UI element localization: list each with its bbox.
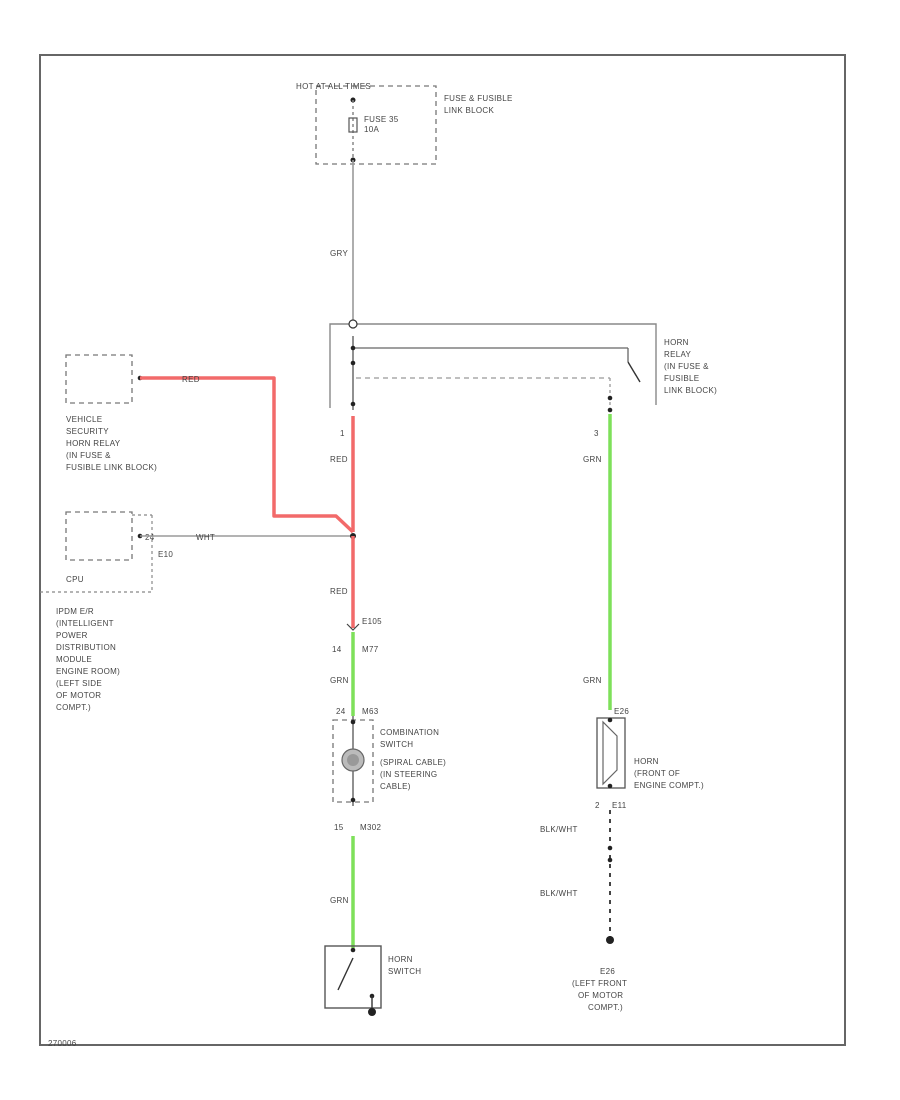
ipdm-label-4: DISTRIBUTION	[56, 643, 116, 652]
horn-relay-label-2: RELAY	[664, 350, 692, 359]
grn-wire-horn-relay-label: GRN	[583, 455, 602, 464]
ipdm-label-2: (INTELLIGENT	[56, 619, 114, 628]
relay-pin1-label: 1	[340, 429, 345, 438]
horn-label-3: ENGINE COMPT.)	[634, 781, 704, 790]
e105-label: E105	[362, 617, 382, 626]
combination-switch: 24 M63 COMBINATION SWITCH (SPIRAL CABLE)…	[332, 707, 446, 832]
ipdm-label-3: POWER	[56, 631, 88, 640]
ipdm-label-5: MODULE	[56, 655, 92, 664]
pin14-label: 14	[332, 645, 342, 654]
horn-label-1: HORN	[634, 757, 659, 766]
horn-relay-label-5: LINK BLOCK)	[664, 386, 717, 395]
ground-label-2: OF MOTOR	[578, 991, 623, 1000]
horn-relay-label-4: FUSIBLE	[664, 374, 699, 383]
horn-switch-label-1: HORN	[388, 955, 413, 964]
pin2-label: 2	[595, 801, 600, 810]
combination-switch-label-4: (IN STEERING	[380, 770, 437, 779]
connector-e105-m77: E105 14 M77	[332, 617, 382, 654]
horn-switch-contact	[337, 957, 354, 991]
wht-wire-cpu-label: WHT	[196, 533, 215, 542]
grn-wire-upper-label: GRN	[330, 676, 349, 685]
e26-connector-label: E26	[614, 707, 629, 716]
horn-relay-label-3: (IN FUSE &	[664, 362, 709, 371]
horn-icon	[602, 720, 618, 786]
m302-label: M302	[360, 823, 381, 832]
ipdm-label-7: (LEFT SIDE	[56, 679, 102, 688]
red-wire-security-label: RED	[182, 375, 200, 384]
ground-icon	[606, 936, 614, 944]
vehicle-security-label-4: (IN FUSE &	[66, 451, 111, 460]
ipdm-label-6: ENGINE ROOM)	[56, 667, 120, 676]
cpu-label: CPU	[66, 575, 84, 584]
m77-label: M77	[362, 645, 379, 654]
blk-wht-label-2: BLK/WHT	[540, 889, 578, 898]
vehicle-security-horn-relay: VEHICLE SECURITY HORN RELAY (IN FUSE & F…	[65, 354, 157, 472]
fuse-symbol	[348, 117, 358, 133]
grn-wire-lower-label: GRN	[330, 896, 349, 905]
ipdm-cpu: CPU 24 E10 IPDM E/R (INTELLIGENT POWER D…	[40, 511, 173, 712]
pin24-label: 24	[336, 707, 346, 716]
e24-pin-label: 24	[145, 533, 155, 542]
footer-code: 270006	[48, 1039, 77, 1048]
fuse-block-label-line2: LINK BLOCK	[444, 106, 494, 115]
horn: E26 HORN (FRONT OF ENGINE COMPT.) 2 E11	[595, 707, 704, 810]
fuse-block: HOT AT ALL TIMES FUSE 35 10A FUSE & FUSI…	[296, 82, 513, 165]
ground-label-3: COMPT.)	[588, 1003, 623, 1012]
relay-splice	[348, 319, 358, 329]
pin15-label: 15	[334, 823, 344, 832]
ipdm-label-8: OF MOTOR	[56, 691, 101, 700]
fuse-block-label-line1: FUSE & FUSIBLE	[444, 94, 513, 103]
horn-relay: HORN RELAY (IN FUSE & FUSIBLE LINK BLOCK…	[329, 319, 717, 438]
red-wire-lower-label: RED	[330, 587, 348, 596]
vehicle-security-label-1: VEHICLE	[66, 415, 102, 424]
combination-switch-label-1: COMBINATION	[380, 728, 439, 737]
horn-switch: HORN SWITCH	[324, 945, 421, 1016]
vehicle-security-label-2: SECURITY	[66, 427, 109, 436]
e11-label: E11	[612, 801, 627, 810]
fuse-label-line2: 10A	[364, 125, 379, 134]
red-wire-relay-label: RED	[330, 455, 348, 464]
diagram-border	[39, 54, 846, 1046]
vehicle-security-label-3: HORN RELAY	[66, 439, 121, 448]
blk-wht-label-1: BLK/WHT	[540, 825, 578, 834]
horn-relay-label-1: HORN	[664, 338, 689, 347]
gry-wire-label: GRY	[330, 249, 348, 258]
relay-pin3-label: 3	[594, 429, 599, 438]
grn-wire-horn-label: GRN	[583, 676, 602, 685]
ground-e26-label: E26	[600, 967, 615, 976]
horn-switch-ground-icon	[368, 1008, 376, 1016]
hot-at-all-times-label: HOT AT ALL TIMES	[296, 82, 371, 91]
combination-switch-label-3: (SPIRAL CABLE)	[380, 758, 446, 767]
combination-switch-label-5: CABLE)	[380, 782, 411, 791]
fuse-label-line1: FUSE 35	[364, 115, 399, 124]
ipdm-label-1: IPDM E/R	[56, 607, 94, 616]
e10-connector-label: E10	[158, 550, 173, 559]
ground-label-1: (LEFT FRONT	[572, 979, 627, 988]
ipdm-label-9: COMPT.)	[56, 703, 91, 712]
m63-label: M63	[362, 707, 379, 716]
combination-switch-label-2: SWITCH	[380, 740, 413, 749]
horn-label-2: (FRONT OF	[634, 769, 680, 778]
red-wire-security	[140, 376, 355, 534]
relay-switch-contact	[627, 361, 641, 383]
horn-switch-label-2: SWITCH	[388, 967, 421, 976]
vehicle-security-label-5: FUSIBLE LINK BLOCK)	[66, 463, 157, 472]
